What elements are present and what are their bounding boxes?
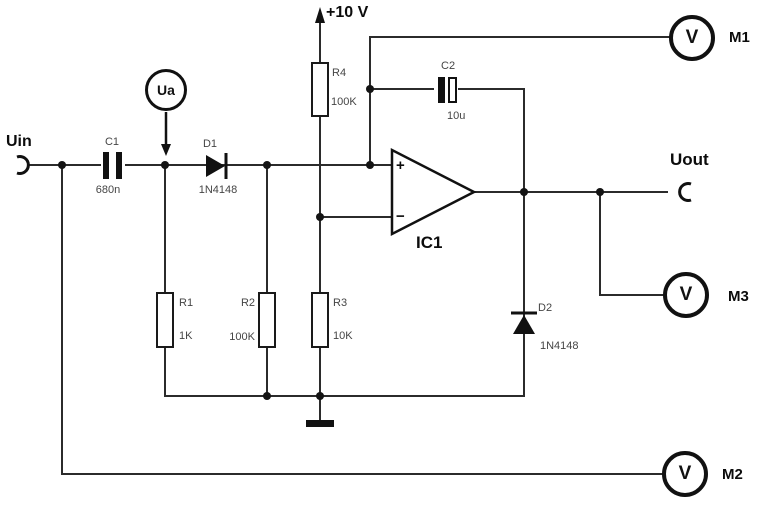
wire-plus-node (369, 36, 371, 166)
wire-c2-d2-branch (523, 88, 525, 397)
output-terminal-icon (678, 182, 692, 202)
c2-plate-left (438, 77, 445, 103)
supply-label: +10 V (326, 4, 369, 21)
m2-voltmeter-symbol: V (678, 463, 692, 484)
junction-ground (316, 392, 324, 400)
c2-plate-right (448, 77, 457, 103)
wire-to-m3 (599, 294, 664, 296)
r3-resistor (311, 292, 329, 348)
uout-label: Uout (670, 150, 709, 169)
ua-probe-label: Ua (157, 82, 175, 98)
uin-label: Uin (6, 133, 32, 150)
input-terminal-icon (16, 155, 30, 175)
junction-minus-input (316, 213, 324, 221)
r4-ref-label: R4 (332, 67, 347, 79)
c2-value-label: 10u (447, 110, 466, 122)
r4-value-label: 100K (331, 96, 357, 108)
junction-output-d2 (520, 188, 528, 196)
wire-bottom-rail (164, 395, 525, 397)
opamp-plus-input-label: + (396, 157, 405, 174)
d1-ref-label: D1 (202, 138, 218, 150)
r3-ref-label: R3 (333, 297, 348, 309)
junction-c2-left (366, 85, 374, 93)
wire-minus-input (319, 216, 393, 218)
r4-resistor (311, 62, 329, 117)
ua-probe-circle: Ua (145, 69, 187, 111)
r1-resistor (156, 292, 174, 348)
d2-value-label: 1N4148 (540, 340, 579, 352)
c1-plate-right (116, 152, 122, 179)
junction-plus-input (366, 161, 374, 169)
ic1-label: IC1 (416, 233, 443, 252)
c1-ref-label: C1 (104, 136, 120, 148)
wire-main-signal (28, 164, 393, 166)
r1-value-label: 1K (179, 330, 193, 342)
junction-r2-bottom (263, 392, 271, 400)
wire-output (472, 191, 668, 193)
wire-input-drop (61, 164, 63, 475)
opamp-minus-input-label: − (396, 208, 405, 225)
c2-ref-label: C2 (441, 60, 456, 72)
r2-ref-label: R2 (240, 297, 255, 309)
d1-diode-icon (206, 155, 225, 177)
m3-voltmeter: V (663, 272, 709, 318)
c1-plate-left (103, 152, 109, 179)
m1-voltmeter-symbol: V (685, 27, 699, 48)
m2-voltmeter: V (662, 451, 708, 497)
d2-ref-label: D2 (538, 302, 553, 314)
wire-to-m2 (61, 473, 663, 475)
wire-r1-branch (164, 164, 166, 397)
c1-value-label: 680n (95, 184, 121, 196)
wire-r2-branch (266, 164, 268, 397)
m3-voltmeter-symbol: V (679, 284, 693, 305)
junction-output-m3 (596, 188, 604, 196)
m1-label: M1 (729, 29, 750, 46)
r2-resistor (258, 292, 276, 348)
junction-input (58, 161, 66, 169)
m2-label: M2 (722, 466, 743, 483)
m3-label: M3 (728, 288, 749, 305)
junction-r1-ua (161, 161, 169, 169)
r2-value-label: 100K (229, 331, 255, 343)
ua-arrow-icon (161, 144, 171, 156)
m1-voltmeter: V (669, 15, 715, 61)
wire-m3-drop (599, 191, 601, 296)
wire-to-m1 (369, 36, 670, 38)
d1-value-label: 1N4148 (198, 184, 238, 196)
r3-value-label: 10K (333, 330, 353, 342)
ground-symbol (306, 420, 334, 427)
junction-r2-top (263, 161, 271, 169)
r1-ref-label: R1 (179, 297, 194, 309)
